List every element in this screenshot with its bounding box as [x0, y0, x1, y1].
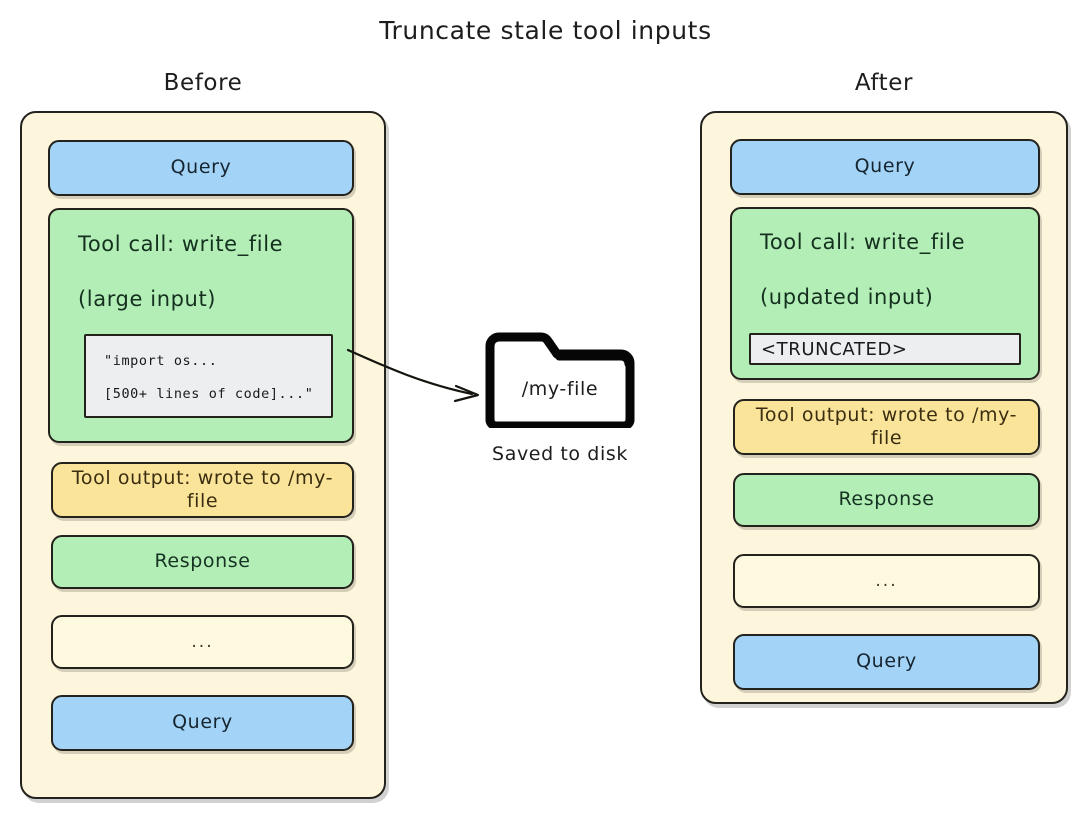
before-tool-call-box[interactable]: Tool call: write_file (large input) "imp… [48, 208, 354, 443]
after-truncated-label: <TRUNCATED> [761, 339, 908, 360]
after-tool-call-box[interactable]: Tool call: write_file (updated input) <T… [730, 207, 1040, 380]
after-tool-call-subtitle: (updated input) [760, 285, 934, 309]
after-query-top-box[interactable]: Query [730, 139, 1040, 195]
before-tool-call-title: Tool call: write_file [78, 232, 284, 256]
before-tool-call-subtitle: (large input) [78, 287, 217, 311]
before-ellipsis-box[interactable]: ... [51, 615, 354, 669]
before-query-bottom-box[interactable]: Query [51, 695, 354, 751]
after-tool-call-title: Tool call: write_file [760, 230, 966, 254]
page-title: Truncate stale tool inputs [379, 16, 712, 45]
column-heading-before: Before [163, 70, 243, 96]
after-truncated-panel: <TRUNCATED> [749, 333, 1021, 365]
saved-to-disk-caption: Saved to disk [492, 443, 628, 465]
before-code-line-2: [500+ lines of code]..." [104, 386, 314, 402]
before-response-box[interactable]: Response [51, 535, 354, 589]
after-ellipsis-box[interactable]: ... [733, 554, 1040, 608]
before-query-top-box[interactable]: Query [48, 140, 354, 196]
column-heading-after: After [854, 70, 914, 96]
after-tool-output-box[interactable]: Tool output: wrote to /my-file [733, 399, 1040, 455]
conversation-container-before: Query Tool call: write_file (large input… [20, 111, 386, 799]
before-code-line-1: "import os... [104, 353, 218, 369]
after-query-bottom-box[interactable]: Query [733, 634, 1040, 690]
conversation-container-after: Query Tool call: write_file (updated inp… [700, 111, 1068, 704]
folder-icon [481, 330, 639, 428]
folder-label: /my-file [521, 378, 599, 400]
before-code-panel: "import os... [500+ lines of code]..." [84, 334, 333, 418]
arrow-right-icon [346, 348, 480, 403]
before-tool-output-box[interactable]: Tool output: wrote to /my-file [51, 462, 354, 518]
after-response-box[interactable]: Response [733, 473, 1040, 527]
